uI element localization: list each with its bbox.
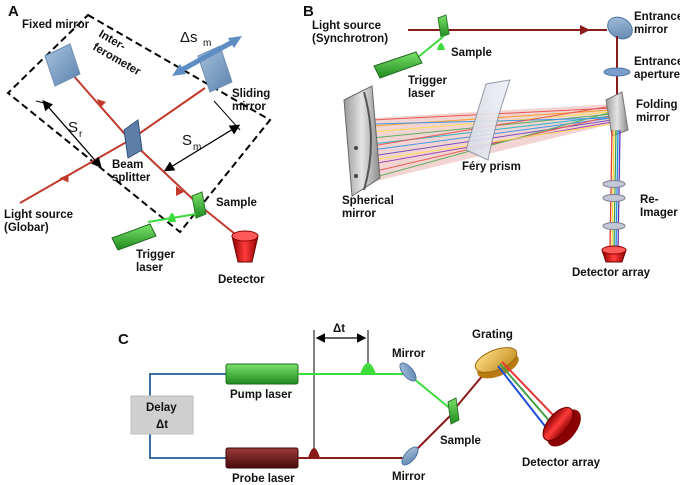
- detector-array-c-label: Detector array: [522, 457, 601, 469]
- moving-arm-beam: [129, 87, 206, 141]
- delay-to-probe-cable: [149, 434, 226, 459]
- folding-mirror: [605, 91, 629, 137]
- trigger-laser-a-label-2: laser: [136, 262, 163, 274]
- s-m-dimension: [163, 124, 241, 172]
- mirror-top-label: Mirror: [392, 348, 426, 360]
- entrance-mirror-label-2: mirror: [634, 24, 668, 36]
- folding-mirror-label-1: Folding: [636, 99, 678, 111]
- sample-c: [447, 397, 460, 425]
- detector-array-c: [542, 406, 581, 447]
- beam-splitter: [123, 119, 143, 159]
- sliding-mirror-label-2: mirror: [232, 101, 266, 113]
- interferometer-boundary: [6, 13, 272, 234]
- trigger-laser-a: [111, 223, 157, 251]
- reimager-label-1: Re-: [640, 194, 659, 206]
- globar-input-beam: [19, 139, 131, 204]
- sample-b: [437, 14, 450, 38]
- reimager-label-2: Imager: [640, 207, 678, 219]
- delay-box: [130, 395, 194, 435]
- dispersed-red: [501, 361, 557, 419]
- trigger-pulse-b: [437, 43, 445, 50]
- sliding-mirror-label-1: Sliding: [232, 88, 270, 100]
- sample-b-label: Sample: [451, 47, 492, 59]
- fery-prism: [465, 79, 511, 161]
- entrance-aperture-label-2: aperture: [634, 69, 680, 81]
- delay-to-pump-cable: [149, 373, 226, 396]
- probe-pulse: [308, 448, 320, 458]
- spherical-mirror-label-2: mirror: [342, 208, 376, 220]
- dispersed-blue: [497, 365, 549, 431]
- sliding-direction-arrow: [172, 36, 242, 76]
- detector-a: [231, 230, 259, 263]
- beam-splitter-label-2: splitter: [112, 172, 151, 184]
- s-r-dimension: [42, 100, 102, 168]
- entrance-aperture-label-1: Entrance: [634, 56, 680, 68]
- s-r-subscript: r: [79, 129, 83, 140]
- synchrotron-source-label-2: (Synchrotron): [312, 33, 388, 45]
- trigger-laser-a-label-1: Trigger: [136, 249, 176, 261]
- detector-a-label: Detector: [218, 274, 265, 286]
- entrance-aperture: [603, 67, 631, 77]
- dispersed-green: [499, 363, 553, 425]
- sample-a: [191, 191, 207, 219]
- s-m-subscript: m: [193, 142, 201, 153]
- grating: [474, 347, 519, 379]
- s-m-label: S: [182, 132, 192, 149]
- pump-laser: [225, 363, 299, 385]
- panel-c-letter: C: [118, 331, 129, 348]
- fixed-mirror-label: Fixed mirror: [22, 19, 90, 31]
- spherical-mirror: [343, 85, 381, 197]
- panel-a: A Fixed mirror Inter- ferometer Sliding …: [4, 3, 272, 286]
- globar-light-source-label-2: (Globar): [4, 222, 49, 234]
- fixed-mirror: [44, 43, 81, 87]
- pump-pulse: [360, 363, 376, 374]
- probe-laser-label: Probe laser: [232, 473, 295, 485]
- mirror-top: [399, 362, 417, 382]
- sample-a-label: Sample: [216, 197, 257, 209]
- re-imager: [602, 180, 626, 230]
- beam-splitter-label-1: Beam: [112, 159, 143, 171]
- folding-mirror-label-2: mirror: [636, 112, 670, 124]
- panel-c: C Delay Δt Pump laser Probe laser Δt Mir…: [118, 323, 601, 485]
- s-r-label: S: [68, 119, 78, 136]
- synchrotron-beam-arrow: [580, 25, 590, 35]
- delay-delta-t-label: Δt: [156, 419, 168, 431]
- globar-light-source-label-1: Light source: [4, 209, 73, 221]
- delta-s-label: Δs: [180, 29, 198, 46]
- grating-label: Grating: [472, 329, 513, 341]
- entrance-mirror-label-1: Entrance: [634, 11, 680, 23]
- mirror-bottom: [401, 446, 419, 466]
- spherical-mirror-label-1: Spherical: [342, 195, 394, 207]
- trigger-laser-b-label-2: laser: [408, 88, 435, 100]
- pump-laser-label: Pump laser: [230, 389, 293, 401]
- trigger-pulse-a: [168, 213, 176, 222]
- trigger-laser-b-label-1: Trigger: [408, 75, 448, 87]
- probe-laser: [225, 447, 299, 469]
- panel-b-letter: B: [303, 3, 314, 20]
- re-imaged-beam: [609, 129, 621, 249]
- detector-array-b-label: Detector array: [572, 267, 651, 279]
- delay-label: Delay: [146, 402, 177, 414]
- entrance-mirror: [607, 16, 633, 40]
- delta-s-subscript: m: [203, 38, 211, 49]
- trigger-laser-b: [373, 51, 423, 79]
- panel-a-letter: A: [8, 3, 19, 20]
- delta-t-label: Δt: [333, 323, 345, 335]
- mirror-bottom-label: Mirror: [392, 471, 426, 483]
- fery-prism-label: Féry prism: [462, 161, 521, 173]
- detector-array-b: [601, 245, 627, 263]
- synchrotron-source-label-1: Light source: [312, 20, 381, 32]
- sample-c-label: Sample: [440, 435, 481, 447]
- panel-b: B Light source (Synchrotron) Sample Trig…: [303, 3, 680, 279]
